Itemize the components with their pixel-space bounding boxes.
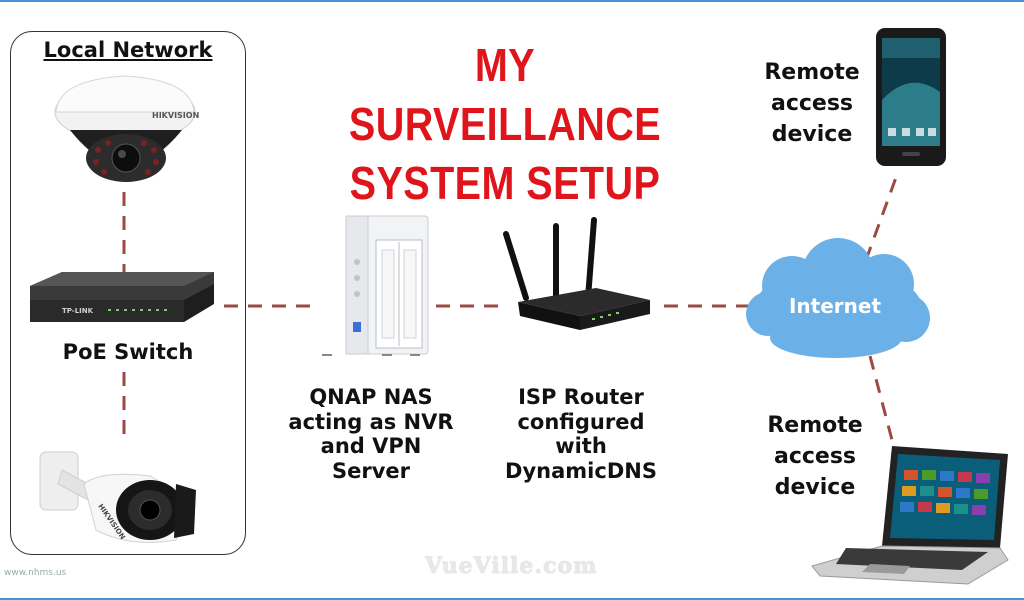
internet-label: Internet: [788, 294, 882, 318]
remote-phone-label-line-3: device: [771, 122, 853, 148]
remote-phone-label: Remote access device: [742, 57, 882, 151]
remote-phone-label-line-1: Remote: [764, 60, 860, 85]
nhms-watermark: www.nhms.us: [4, 568, 67, 578]
title-line-1: MY SURVEILLANCE: [348, 39, 662, 150]
remote-laptop-label: Remote access device: [745, 410, 885, 504]
diagram-title: MY SURVEILLANCE SYSTEM SETUP: [320, 36, 690, 213]
router-label: ISP Router configured with DynamicDNS: [478, 385, 684, 483]
dome-brand-text: HIKVISION: [152, 111, 199, 120]
bottom-border: [0, 598, 1024, 600]
switch-brand-text: TP-LINK: [62, 307, 94, 315]
connector-internet-to-phone: [864, 171, 900, 261]
remote-laptop-label-line-2: access: [773, 444, 857, 470]
nas-label: QNAP NAS acting as NVR and VPN Server: [266, 385, 476, 483]
poe-switch-label: PoE Switch: [62, 340, 194, 364]
remote-laptop-label-line-1: Remote: [767, 413, 863, 438]
remote-laptop-label-line-3: device: [774, 475, 856, 501]
connector-internet-to-laptop: [868, 355, 894, 441]
top-border: [0, 0, 1024, 2]
nas-label-line-3: and VPN: [320, 434, 422, 459]
nas-label-line-4: Server: [331, 458, 410, 483]
vueville-watermark: VueVille.com: [425, 553, 598, 579]
nas-label-line-2: acting as NVR: [288, 409, 454, 434]
local-network-label: Local Network: [43, 38, 213, 62]
remote-phone-label-line-2: access: [770, 91, 854, 117]
title-line-2: SYSTEM SETUP: [349, 156, 661, 209]
router-label-line-3: with: [555, 434, 607, 459]
router-label-line-1: ISP Router: [518, 385, 644, 409]
nas-label-line-1: QNAP NAS: [309, 385, 433, 409]
router-label-line-4: DynamicDNS: [505, 458, 657, 483]
router-label-line-2: configured: [517, 409, 645, 434]
